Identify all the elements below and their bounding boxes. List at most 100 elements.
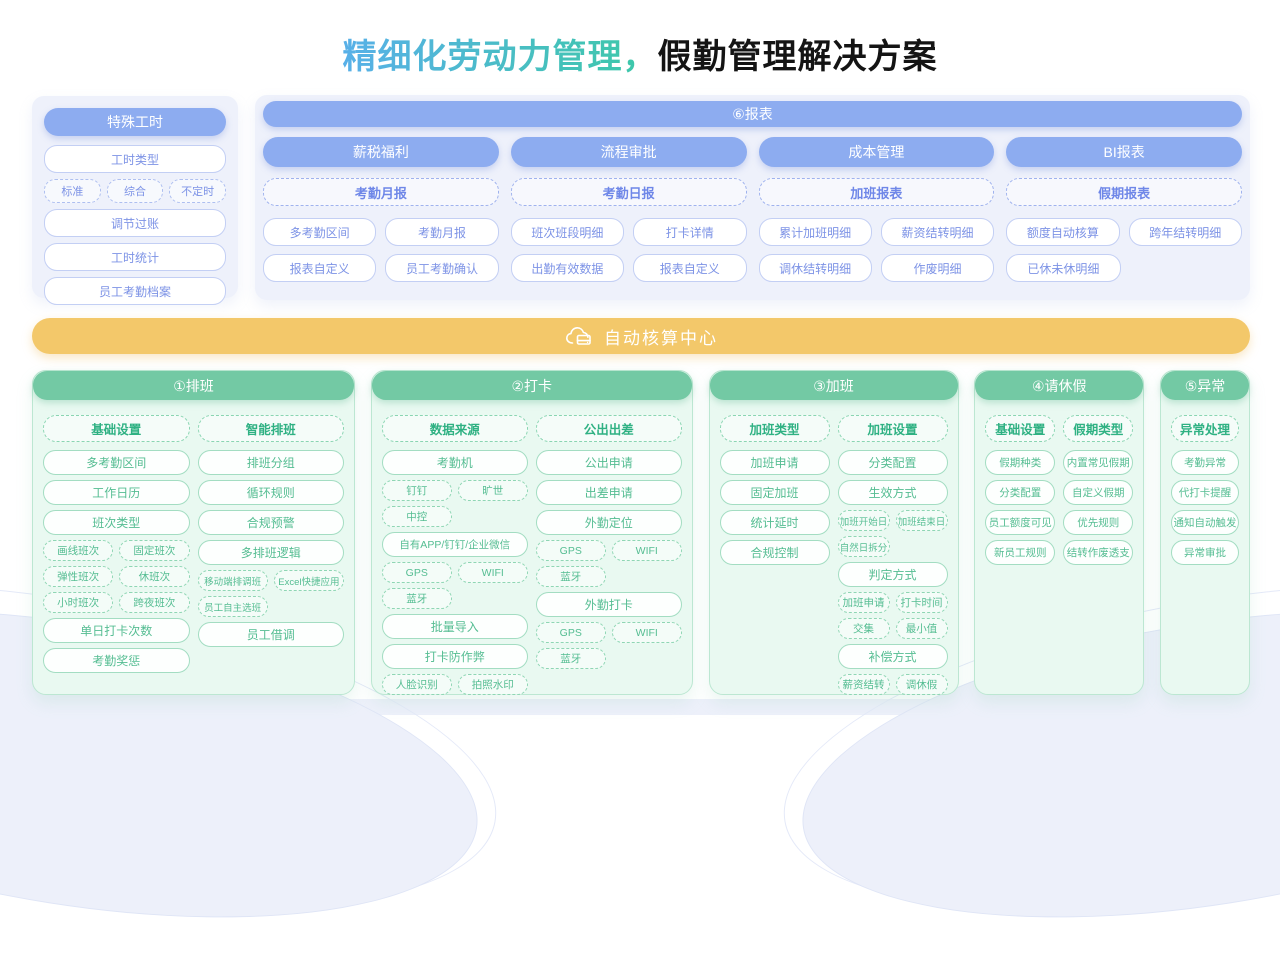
feature-chip: 打卡防作弊 xyxy=(381,644,528,669)
feature-chip: 代打卡提醒 xyxy=(1171,480,1239,505)
report-column-title: 成本管理 xyxy=(758,137,995,167)
small-chip-row: 弹性班次休班次 xyxy=(43,566,190,587)
small-chip: 画线班次 xyxy=(43,540,114,561)
small-chip: 固定班次 xyxy=(119,540,190,561)
section-column: 基础设置假期种类分类配置员工额度可见新员工规则 xyxy=(985,415,1056,686)
feature-chip: 考勤机 xyxy=(381,450,528,475)
title-rest: 假勤管理解决方案 xyxy=(657,37,938,76)
section-header-clock-in: ②打卡 xyxy=(371,371,692,400)
feature-chip: 外勤定位 xyxy=(535,510,682,535)
feature-chip: 通知自动触发 xyxy=(1171,510,1239,535)
feature-chip: 员工额度可见 xyxy=(985,510,1056,535)
report-column-subtitle: 考勤月报 xyxy=(263,178,499,206)
special-hours-item: 调节过账 xyxy=(44,209,226,237)
feature-chip: 员工借调 xyxy=(197,622,344,647)
small-chip: WIFI xyxy=(457,562,528,583)
feature-chip: 假期种类 xyxy=(985,450,1056,475)
page: 精细化劳动力管理，假勤管理解决方案 特殊工时 工时类型标准综合不定时调节过账工时… xyxy=(0,29,1280,695)
small-chip-row: 人脸识别拍照水印 xyxy=(381,674,528,695)
small-chip-row: 蓝牙 xyxy=(535,648,682,669)
report-chip-row: 多考勤区间考勤月报 xyxy=(263,218,499,246)
small-chip: 自然日拆分 xyxy=(837,536,890,557)
report-chip-row: 出勤有效数据报表自定义 xyxy=(510,254,747,282)
feature-chip: 多排班逻辑 xyxy=(197,540,344,565)
section-header-overtime: ③加班 xyxy=(709,371,958,400)
small-chip: 蓝牙 xyxy=(535,648,606,669)
report-chip: 跨年结转明细 xyxy=(1128,218,1242,246)
group-header: 加班类型 xyxy=(719,415,830,442)
report-chip: 作废明细 xyxy=(880,254,995,282)
report-column-subtitle: 加班报表 xyxy=(758,178,995,206)
report-chip-row: 调休结转明细作废明细 xyxy=(758,254,995,282)
group-header: 基础设置 xyxy=(43,415,190,442)
auto-calc-label: 自动核算中心 xyxy=(604,328,718,348)
cloud-server-icon xyxy=(564,324,594,348)
feature-chip: 公出申请 xyxy=(535,450,682,475)
report-column: 薪税福利考勤月报多考勤区间考勤月报报表自定义员工考勤确认 xyxy=(263,137,499,290)
report-chip: 打卡详情 xyxy=(633,218,747,246)
report-chip: 已休未休明细 xyxy=(1006,254,1121,282)
small-chip-row: 蓝牙 xyxy=(535,566,682,587)
small-chip: 最小值 xyxy=(895,618,948,639)
small-chip: 休班次 xyxy=(119,566,190,587)
small-chip: 加班结束日 xyxy=(895,510,948,531)
small-chip: 加班申请 xyxy=(837,592,890,613)
report-chip: 额度自动核算 xyxy=(1006,218,1120,246)
feature-chip: 外勤打卡 xyxy=(535,592,682,617)
report-chip: 累计加班明细 xyxy=(758,218,872,246)
small-chip: 拍照水印 xyxy=(457,674,528,695)
report-chip-row: 班次班段明细打卡详情 xyxy=(510,218,747,246)
report-column-title: 薪税福利 xyxy=(263,137,499,167)
feature-chip: 新员工规则 xyxy=(985,540,1056,565)
report-chip-row: 累计加班明细薪资结转明细 xyxy=(758,218,995,246)
small-chip-row: 自然日拆分 xyxy=(837,536,948,557)
section-header-leave: ④请休假 xyxy=(975,371,1144,400)
feature-chip: 分类配置 xyxy=(985,480,1056,505)
feature-chip: 优先规则 xyxy=(1063,510,1134,535)
group-header: 加班设置 xyxy=(837,415,948,442)
auto-calc-center-bar: 自动核算中心 xyxy=(32,318,1250,354)
small-chip-row: 蓝牙 xyxy=(381,588,528,609)
feature-chip: 工作日历 xyxy=(43,480,190,505)
feature-chip: 多考勤区间 xyxy=(43,450,190,475)
section-overtime: ③加班加班类型加班申请固定加班统计延时合规控制加班设置分类配置生效方式加班开始日… xyxy=(708,370,959,695)
feature-chip: 批量导入 xyxy=(381,614,528,639)
report-chip: 出勤有效数据 xyxy=(510,254,625,282)
page-title: 精细化劳动力管理，假勤管理解决方案 xyxy=(0,29,1280,78)
section-columns: 异常处理考勤异常代打卡提醒通知自动触发异常审批 xyxy=(1171,415,1239,686)
report-column-title: BI报表 xyxy=(1006,137,1242,167)
feature-chip: 自定义假期 xyxy=(1063,480,1134,505)
small-chip: 加班开始日 xyxy=(837,510,890,531)
feature-chip: 异常审批 xyxy=(1171,540,1239,565)
group-header: 数据来源 xyxy=(381,415,528,442)
small-chip: 薪资结转 xyxy=(837,674,890,695)
report-chip: 考勤月报 xyxy=(385,218,499,246)
small-chip: 弹性班次 xyxy=(43,566,114,587)
small-chip: 交集 xyxy=(837,618,890,639)
small-chip: 跨夜班次 xyxy=(119,592,190,613)
section-columns: 加班类型加班申请固定加班统计延时合规控制加班设置分类配置生效方式加班开始日加班结… xyxy=(719,415,948,695)
section-scheduling: ①排班基础设置多考勤区间工作日历班次类型画线班次固定班次弹性班次休班次小时班次跨… xyxy=(32,370,355,695)
section-column: 基础设置多考勤区间工作日历班次类型画线班次固定班次弹性班次休班次小时班次跨夜班次… xyxy=(43,415,190,686)
feature-chip: 补偿方式 xyxy=(837,644,948,669)
section-leave: ④请休假基础设置假期种类分类配置员工额度可见新员工规则假期类型内置常见假期自定义… xyxy=(974,370,1145,695)
small-chip-row: 中控 xyxy=(381,506,528,527)
report-chip: 调休结转明细 xyxy=(758,254,872,282)
report-column: 成本管理加班报表累计加班明细薪资结转明细调休结转明细作废明细 xyxy=(758,137,995,290)
report-chip: 报表自定义 xyxy=(263,254,377,282)
report-chip-row: 已休未休明细 xyxy=(1006,254,1242,282)
report-chip: 薪资结转明细 xyxy=(880,218,995,246)
section-column: 加班类型加班申请固定加班统计延时合规控制 xyxy=(719,415,830,686)
small-chip-row: 画线班次固定班次 xyxy=(43,540,190,561)
special-hours-item: 员工考勤档案 xyxy=(44,277,226,305)
special-hours-small-row: 标准综合不定时 xyxy=(44,179,227,203)
small-chip-row: 加班申请打卡时间 xyxy=(837,592,948,613)
section-exception: ⑤异常异常处理考勤异常代打卡提醒通知自动触发异常审批 xyxy=(1160,370,1250,695)
section-columns: 基础设置多考勤区间工作日历班次类型画线班次固定班次弹性班次休班次小时班次跨夜班次… xyxy=(43,415,344,686)
small-chip: GPS xyxy=(535,540,606,561)
